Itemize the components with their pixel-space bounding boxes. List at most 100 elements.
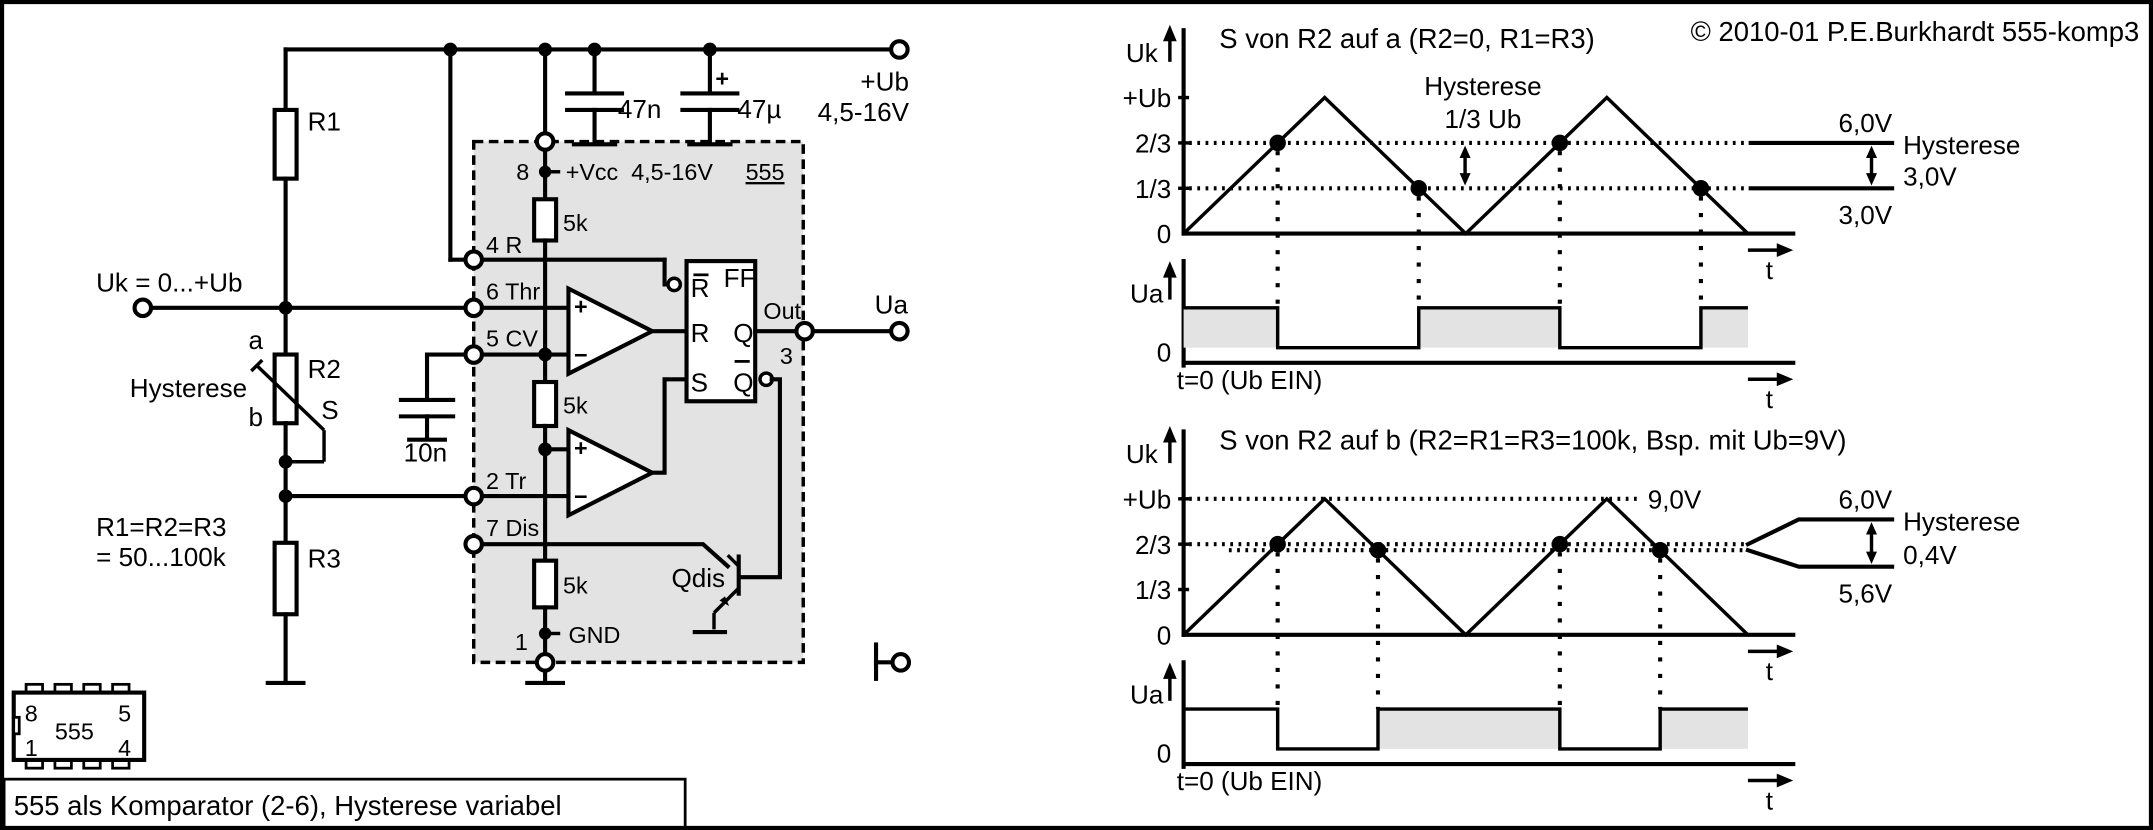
resistor-note-line1: R1=R2=R3 [96,512,226,542]
pin-7-terminal[interactable] [463,533,485,555]
ua-square-waveform [1183,306,1748,350]
pot-end-a-label: a [249,325,264,355]
divider-resistor-1 [532,197,559,243]
resistor-r2-label: R2 [308,354,341,384]
supply-label: +Ub [860,67,909,97]
pin-1-terminal[interactable] [534,652,556,673]
vcc-label: +Vcc 4,5-16V [566,159,714,185]
ua-y-axis-label: Ua [1130,680,1164,710]
probe-terminal[interactable] [890,652,912,673]
right-arrowhead-down [1866,551,1878,564]
copyright-text: © 2010-01 P.E.Burkhardt 555-komp3 [1691,16,2140,47]
comparator-lower-plus: + [574,435,588,461]
y-tick-label: +Ub [1123,83,1172,113]
pin-5-label: 5 CV [486,325,538,351]
switch-point [1551,134,1569,152]
capacitor-47u: + 47µ [680,47,781,147]
schematic: +Ub 4,5-16V 47n + 47µ R1 [11,39,912,770]
divider-resistor-3 [532,558,559,610]
pin-6-terminal[interactable] [463,297,485,319]
y-tick-label: 2/3 [1135,530,1171,560]
right-lower-value: 3,0V [1838,200,1892,230]
ua-start-note: t=0 (Ub EIN) [1177,365,1323,395]
capacitor-47n: 47n [565,47,661,147]
wire [650,377,689,475]
ua-y-axis-arrowhead [1163,662,1177,679]
ua-x-axis-label: t [1766,384,1774,414]
right-upper-value: 6,0V [1838,108,1892,138]
y-axis-arrowhead [1163,24,1177,42]
capacitor-10n [398,352,456,442]
input-terminal-uk[interactable] [132,297,154,319]
right-lower-value: 5,6V [1838,578,1892,608]
divider-resistor-1-label: 5k [563,210,588,236]
y-axis-label: Uk [1126,439,1159,469]
pot-hysteresis-label: Hysterese [130,373,247,403]
y-tick-label: 0 [1157,620,1172,650]
flipflop [684,259,758,404]
resistor-r3-label: R3 [308,544,341,574]
package-name-label: 555 [55,718,94,744]
x-axis-arrowhead [1776,644,1794,659]
divider-resistor-3-label: 5k [563,573,588,599]
right-hysteresis-label: Hysterese [1903,130,2020,160]
output-terminal-ua[interactable] [889,320,910,342]
ua-y-axis-label: Ua [1130,278,1164,308]
transistor-label: Qdis [671,563,725,593]
comparator-upper-minus: − [574,342,588,368]
pin-5-terminal[interactable] [463,344,485,365]
chart-title: S von R2 auf a (R2=0, R1=R3) [1219,23,1594,54]
right-hysteresis-value: 3,0V [1903,162,1957,192]
ua-start-note: t=0 (Ub EIN) [1177,766,1323,796]
reset-inversion-bubble [666,276,683,293]
flipflop-qbar-label: Q [733,368,753,398]
junction-dot [538,627,552,640]
y-tick-label: 1/3 [1135,174,1171,204]
flipflop-s-label: S [691,368,708,398]
divider-resistor-2-label: 5k [563,393,588,419]
x-axis-label: t [1766,255,1774,285]
pin-4-terminal[interactable] [463,249,485,271]
capacitor-10n-label: 10n [404,438,447,468]
hysteresis-arrowhead-down [1459,173,1471,186]
pin-3-terminal[interactable] [794,320,815,342]
package-pin4-label: 4 [118,735,131,761]
resistor-r1-label: R1 [308,107,341,137]
hysteresis-annotation-line1: Hysterese [1424,71,1541,101]
junction-dot [538,347,552,362]
ua-square-waveform [1183,707,1748,751]
junction-dot [538,165,552,178]
comparator-lower [566,426,657,519]
pot-wiper-end [250,358,264,373]
switch-point [1269,134,1286,152]
capacitor-47n-label: 47n [618,94,661,124]
ua-x-axis-label: t [1766,785,1774,815]
x-axis-arrowhead [1776,243,1794,257]
switch-point [1651,541,1669,559]
supply-terminal[interactable] [889,39,910,60]
output-label: Ua [875,289,909,319]
resistor-r2-potentiometer[interactable] [272,352,299,426]
caption-text: 555 als Komparator (2-6), Hysterese vari… [14,790,562,821]
ua-high-shade [1700,307,1748,348]
pin-6-label: 6 Thr [486,279,540,305]
out-label: Out [763,298,801,324]
package-pin5-label: 5 [118,700,131,726]
pin-8-terminal[interactable] [534,131,556,152]
ua-high-shade [1377,709,1560,749]
ua-x-axis-arrowhead [1776,372,1794,387]
input-label: Uk = 0...+Ub [96,267,242,297]
divider-resistor-2 [532,379,559,429]
right-lower-level [1745,547,1895,569]
flipflop-q-label: Q [733,318,753,348]
pin-1-label: 1 [515,629,528,655]
switch-point [1692,180,1710,197]
pin-2-terminal[interactable] [463,485,485,507]
ua-high-shade [1183,307,1278,348]
switch-point [1551,535,1569,553]
transistor-qdis [692,553,741,635]
capacitor-polarity-plus: + [715,66,729,92]
